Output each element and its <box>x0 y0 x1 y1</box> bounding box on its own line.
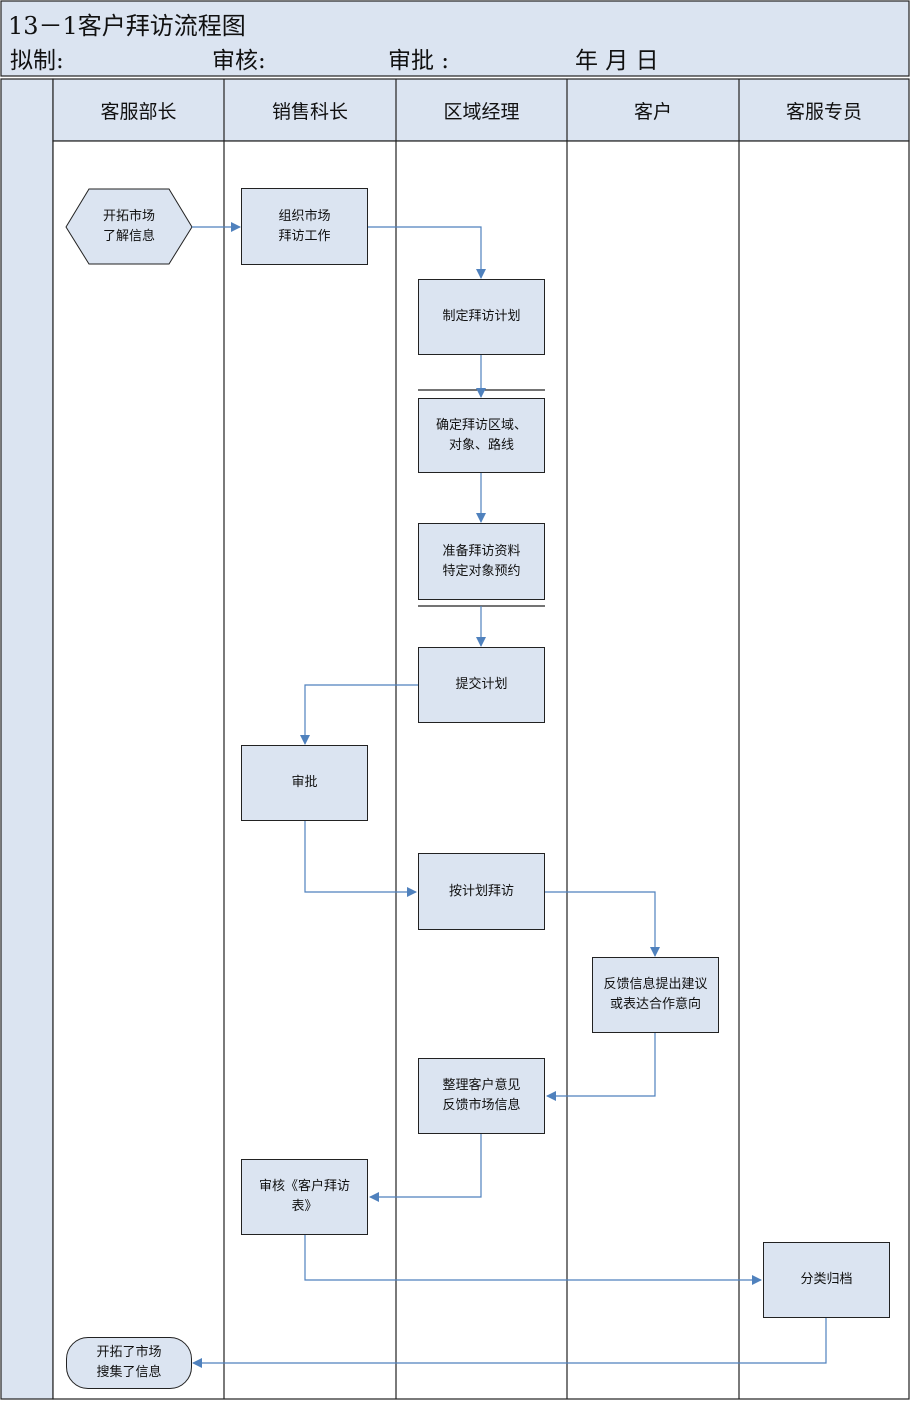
step-archive-text: 分类归档 <box>800 1272 853 1287</box>
connector-feedback-organize <box>546 1033 656 1101</box>
step-end-text: 开拓了市场 搜集了信息 <box>96 1345 162 1380</box>
lane-header-customer: 客户 <box>633 100 672 123</box>
lane-header-customer-service-director: 客服部长 <box>100 100 177 123</box>
connector-submit-approve <box>300 684 418 745</box>
step-approve-text: 审批 <box>291 775 318 790</box>
page-title: 13－1客户拜访流程图 <box>8 12 246 40</box>
step-archive: 分类归档 <box>763 1242 890 1318</box>
lane-header-customer-service-specialist: 客服专员 <box>785 100 862 123</box>
step-customer-feedback-text: 反馈信息提出建议 或表达合作意向 <box>603 977 708 1012</box>
reviewed-label: 审核: <box>212 48 266 74</box>
step-define-route-text: 确定拜访区域、 对象、路线 <box>435 417 527 453</box>
connector-review-archive <box>304 1235 762 1285</box>
connector-visit-feedback <box>545 891 660 957</box>
step-start-text: 开拓市场 了解信息 <box>102 208 155 244</box>
connector-archive-end <box>192 1318 827 1368</box>
drafted-label: 拟制: <box>10 48 64 74</box>
connector-organize-plan <box>368 226 486 279</box>
step-review-visit-form-text: 审核《客户拜访 表》 <box>258 1179 350 1214</box>
step-submit-plan: 提交计划 <box>418 647 545 723</box>
step-organize-visits: 组织市场 拜访工作 <box>241 188 368 265</box>
step-visit-per-plan: 按计划拜访 <box>418 853 545 930</box>
header-band <box>0 0 910 77</box>
step-make-plan: 制定拜访计划 <box>418 279 545 355</box>
approved-label: 审批 : <box>388 48 450 74</box>
step-start: 开拓市场 了解信息 <box>66 189 192 264</box>
step-submit-plan-text: 提交计划 <box>455 677 508 692</box>
step-visit-per-plan-text: 按计划拜访 <box>448 883 514 899</box>
step-organize-opinions: 整理客户意见 反馈市场信息 <box>418 1058 545 1134</box>
date-label: 年 月 日 <box>575 48 659 74</box>
step-customer-feedback: 反馈信息提出建议 或表达合作意向 <box>592 957 719 1033</box>
step-make-plan-text: 制定拜访计划 <box>442 309 521 324</box>
step-organize-visits-text: 组织市场 拜访工作 <box>278 208 331 244</box>
step-prepare-materials-text: 准备拜访资料 特定对象预约 <box>442 543 521 579</box>
left-strip <box>0 78 54 1400</box>
step-define-route: 确定拜访区域、 对象、路线 <box>418 398 545 473</box>
lane-header-regional-manager: 区域经理 <box>443 100 520 123</box>
step-end: 开拓了市场 搜集了信息 <box>66 1337 192 1389</box>
lane-header-sales-section-chief: 销售科长 <box>271 100 348 123</box>
lane-header-band <box>52 78 910 142</box>
step-review-visit-form: 审核《客户拜访 表》 <box>241 1159 368 1235</box>
connector-approve-visit <box>304 821 417 897</box>
step-organize-opinions-text: 整理客户意见 反馈市场信息 <box>442 1078 521 1113</box>
connector-organize-review <box>369 1134 482 1202</box>
step-prepare-materials: 准备拜访资料 特定对象预约 <box>418 523 545 600</box>
step-approve: 审批 <box>241 745 368 821</box>
